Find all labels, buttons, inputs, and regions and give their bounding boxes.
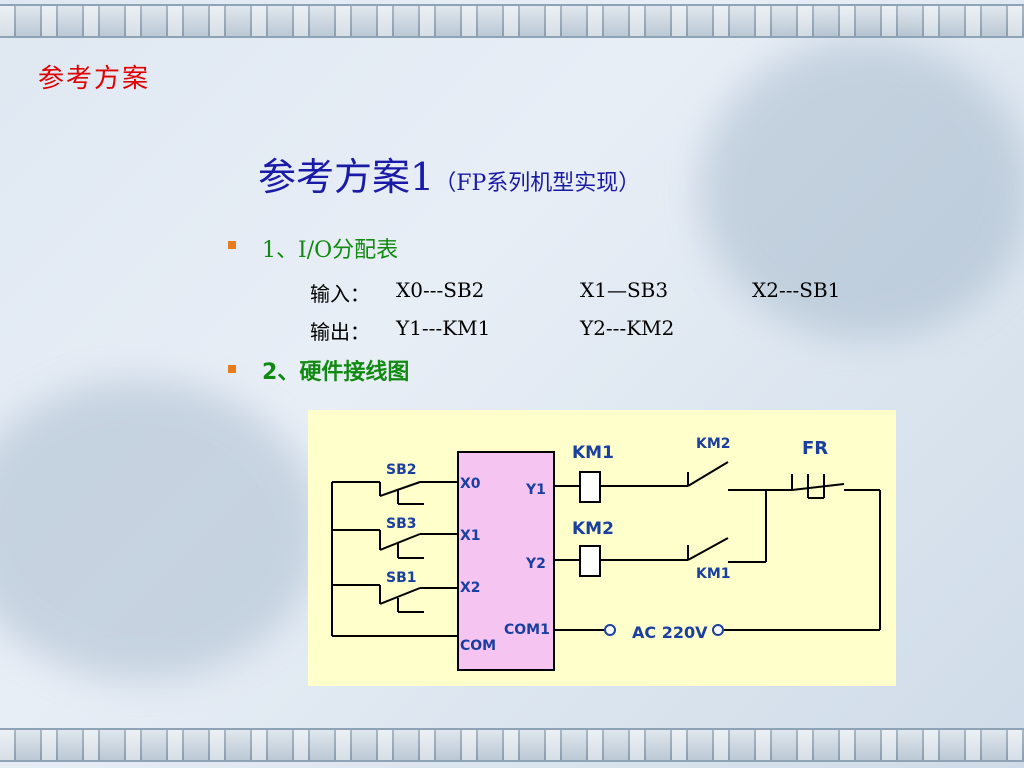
label-x0: X0 bbox=[460, 476, 481, 492]
label-fr: FR bbox=[802, 438, 828, 459]
label-sb3: SB3 bbox=[386, 516, 417, 532]
section2-title: 、硬件接线图 bbox=[277, 360, 410, 385]
slide-title: 参考方案1（FP系列机型实现） bbox=[258, 146, 640, 201]
wiring-diagram-svg: SB2 SB3 SB1 X0 X1 X2 COM Y1 Y2 COM1 KM1 … bbox=[331, 436, 881, 671]
coil-km2 bbox=[579, 545, 601, 577]
slide-title-main: 参考方案1 bbox=[258, 155, 435, 199]
top-border-strip bbox=[0, 4, 1024, 38]
input-mapping-x0: X0---SB2 bbox=[396, 278, 485, 302]
output-mapping-y1: Y1---KM1 bbox=[396, 316, 491, 340]
bullet-square-icon bbox=[228, 365, 236, 373]
coil-km1 bbox=[579, 471, 601, 503]
label-ac-220v: AC 220V bbox=[632, 623, 708, 642]
wiring-diagram: SB2 SB3 SB1 X0 X1 X2 COM Y1 Y2 COM1 KM1 … bbox=[308, 410, 896, 686]
label-km2-contact: KM2 bbox=[696, 436, 731, 452]
label-x1: X1 bbox=[460, 528, 481, 544]
bottom-border-strip bbox=[0, 728, 1024, 762]
section2-heading: 2、硬件接线图 bbox=[262, 354, 409, 386]
background-wall-decoration-left bbox=[0, 380, 320, 680]
label-com: COM bbox=[460, 638, 496, 654]
input-mapping-x1: X1—SB3 bbox=[580, 278, 669, 302]
slide-title-subtitle: （FP系列机型实现） bbox=[434, 171, 641, 196]
label-com1: COM1 bbox=[504, 622, 550, 638]
input-mapping-x2: X2---SB1 bbox=[752, 278, 841, 302]
section1-heading: 1、I/O分配表 bbox=[262, 238, 399, 263]
label-y1: Y1 bbox=[525, 482, 546, 498]
supply-terminal-left bbox=[604, 624, 616, 636]
plc-box bbox=[457, 451, 555, 671]
label-km1-contact: KM1 bbox=[696, 566, 731, 582]
output-mapping-y2: Y2---KM2 bbox=[580, 316, 675, 340]
section2-number: 2 bbox=[262, 360, 278, 385]
label-sb1: SB1 bbox=[386, 570, 417, 586]
corner-title: 参考方案 bbox=[38, 64, 151, 94]
label-km1-coil: KM1 bbox=[572, 443, 614, 463]
bullet-square-icon bbox=[228, 241, 236, 249]
background-wall-decoration bbox=[700, 40, 1024, 340]
label-sb2: SB2 bbox=[386, 462, 417, 478]
label-x2: X2 bbox=[460, 580, 481, 596]
output-label: 输出： bbox=[310, 320, 370, 344]
label-km2-coil: KM2 bbox=[572, 519, 614, 539]
supply-terminal-right bbox=[712, 624, 724, 636]
input-label: 输入： bbox=[310, 282, 370, 306]
label-y2: Y2 bbox=[525, 556, 546, 572]
